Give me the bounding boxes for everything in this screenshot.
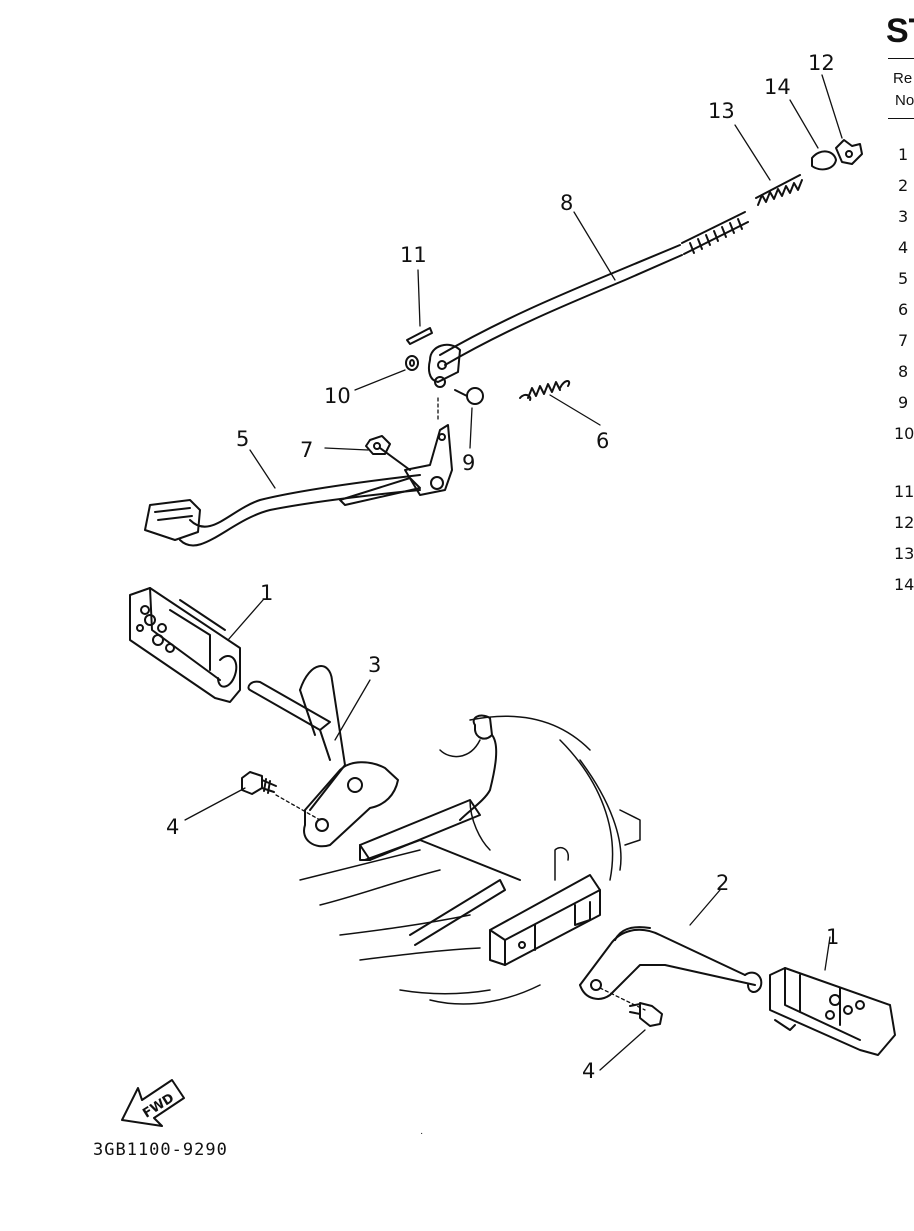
callout-14: 14	[764, 75, 791, 99]
page-title: ST	[886, 12, 914, 50]
ref-number: 10	[894, 424, 914, 443]
ref-number: 14	[894, 575, 914, 594]
nut-7	[365, 435, 391, 455]
header-rule-bottom	[888, 118, 914, 119]
callout-3: 3	[368, 653, 381, 677]
ref-number: 4	[898, 238, 909, 257]
callout-8: 8	[560, 191, 573, 215]
ref-number: 13	[894, 544, 914, 563]
callout-10: 10	[324, 384, 351, 408]
ref-number: 1	[898, 145, 909, 164]
pin-9	[454, 387, 484, 405]
bolt-4-left	[241, 771, 277, 795]
ref-number: 7	[898, 331, 909, 350]
washer-10	[405, 355, 446, 388]
callout-11: 11	[400, 243, 427, 267]
footrest-rubber-right	[769, 967, 896, 1056]
frame-outline	[299, 715, 641, 1005]
fwd-label: FWD	[140, 1091, 177, 1122]
ref-no-header-line2: No	[895, 92, 914, 109]
brake-rod	[428, 211, 749, 383]
ref-number-column: 1 2 3 4 5 6 7 8 9 10 11 12 13 14	[894, 140, 914, 600]
ref-number: 3	[898, 207, 909, 226]
footrest-bracket-right	[579, 926, 763, 1000]
wire-lead	[459, 714, 498, 821]
footrest-rubber-left	[129, 587, 241, 703]
brake-pedal	[144, 424, 453, 547]
ref-number: 12	[894, 513, 914, 532]
ref-no-header-line1: Re	[893, 70, 913, 87]
frame-crossmember	[359, 799, 601, 966]
stray-mark: ·	[420, 1128, 423, 1139]
adjuster-14	[811, 150, 837, 171]
callout-2: 2	[716, 871, 729, 895]
callout-4b: 4	[582, 1059, 595, 1083]
callout-9: 9	[462, 451, 475, 475]
callout-13: 13	[708, 99, 735, 123]
diagram-code: 3GB1100-9290	[93, 1140, 228, 1160]
ref-number: 11	[894, 482, 914, 501]
bolt-4-right	[629, 1002, 663, 1027]
wing-nut-12	[835, 139, 863, 165]
ref-number: 9	[898, 393, 909, 412]
cotter-pin-11	[406, 327, 433, 345]
callout-1b: 1	[826, 925, 839, 949]
callout-6: 6	[596, 429, 609, 453]
ref-number: 5	[898, 269, 909, 288]
callout-numbers: 1 1 2 3 4 4 5 6 7 8 9 10 11 12 13 14	[166, 51, 839, 1083]
callout-4a: 4	[166, 815, 179, 839]
ref-number: 8	[898, 362, 909, 381]
spring-13	[755, 174, 803, 206]
ref-number: 2	[898, 176, 909, 195]
callout-5: 5	[236, 427, 249, 451]
leader-lines	[184, 74, 843, 1071]
spring-6	[519, 380, 571, 401]
callout-12: 12	[808, 51, 835, 75]
fwd-arrow	[121, 1079, 185, 1127]
callout-1a: 1	[260, 581, 273, 605]
header-rule	[888, 58, 914, 59]
callout-7: 7	[300, 438, 313, 462]
ref-number: 6	[898, 300, 909, 319]
footrest-bracket-left	[247, 665, 399, 848]
